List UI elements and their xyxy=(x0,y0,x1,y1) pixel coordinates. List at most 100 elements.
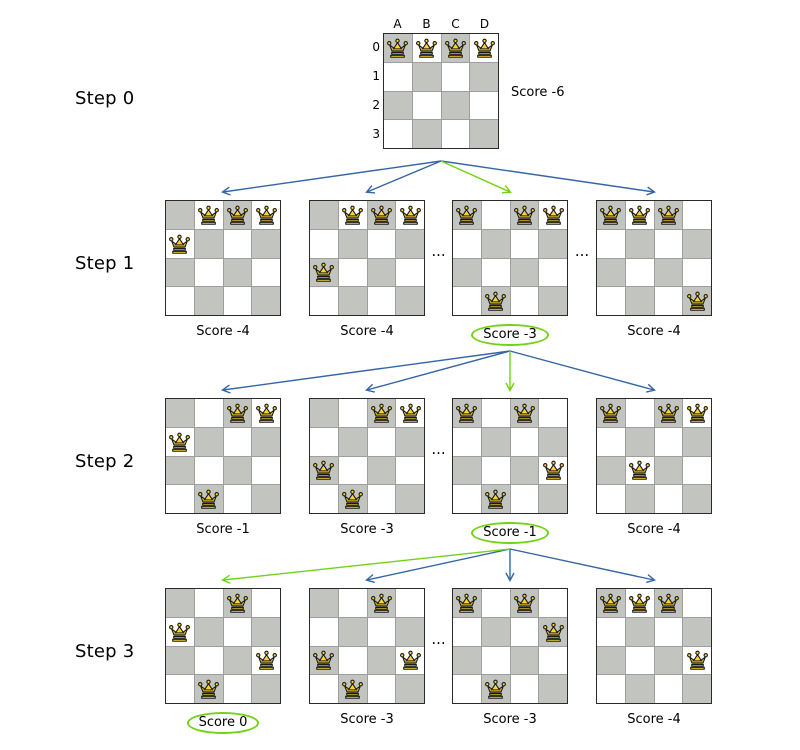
cell-C1 xyxy=(367,229,396,258)
score-step1-option1: Score -4 xyxy=(196,324,250,339)
queen-icon xyxy=(198,205,220,225)
cell-B1 xyxy=(194,427,223,456)
cell-D2 xyxy=(683,646,711,675)
cell-C3 xyxy=(223,287,252,315)
cell-D1 xyxy=(539,229,567,258)
cell-C3 xyxy=(367,287,396,315)
cell-A1 xyxy=(453,617,481,646)
cell-C0 xyxy=(510,589,539,617)
step-0-label: Step 0 xyxy=(75,88,135,109)
cell-C2 xyxy=(367,258,396,287)
move-arrow-step1-to-option1 xyxy=(221,350,511,394)
cell-C1 xyxy=(510,427,539,456)
cell-C1 xyxy=(223,617,252,646)
cell-D1 xyxy=(396,427,424,456)
cell-A3 xyxy=(166,485,194,513)
queen-icon xyxy=(198,679,220,699)
cell-B2 xyxy=(625,646,654,675)
move-arrow-step0-to-option2 xyxy=(365,160,442,194)
cell-B2 xyxy=(625,456,654,485)
cell-A2 xyxy=(166,258,194,287)
queen-icon xyxy=(657,403,679,423)
cell-D1 xyxy=(683,229,711,258)
cell-C0 xyxy=(223,399,252,427)
cell-B1 xyxy=(194,229,223,258)
cell-A2 xyxy=(384,91,412,120)
cell-C2 xyxy=(223,646,252,675)
queen-icon xyxy=(444,38,466,58)
omitted-moves-ellipsis: ... xyxy=(574,242,590,260)
cell-B0 xyxy=(625,589,654,617)
cell-D2 xyxy=(539,258,567,287)
cell-A2 xyxy=(166,456,194,485)
cell-B0 xyxy=(481,589,510,617)
cell-C3 xyxy=(654,287,683,315)
cell-B0 xyxy=(194,589,223,617)
cell-A3 xyxy=(166,675,194,703)
cell-D0 xyxy=(539,589,567,617)
cell-A0 xyxy=(453,399,481,427)
cell-D2 xyxy=(539,456,567,485)
move-arrow-step2-to-option4 xyxy=(509,548,656,584)
cell-D3 xyxy=(683,675,711,703)
cell-C0 xyxy=(367,589,396,617)
cell-C0 xyxy=(654,589,683,617)
queen-icon xyxy=(399,403,421,423)
cell-C1 xyxy=(367,617,396,646)
cell-D2 xyxy=(683,258,711,287)
cell-D1 xyxy=(252,427,280,456)
cell-B0 xyxy=(625,399,654,427)
board-step0 xyxy=(383,33,499,149)
cell-B3 xyxy=(194,675,223,703)
queen-icon xyxy=(255,403,277,423)
cell-B1 xyxy=(625,617,654,646)
cell-A0 xyxy=(166,399,194,427)
queen-icon xyxy=(485,679,507,699)
move-arrow-step0-to-option4 xyxy=(440,160,656,196)
cell-B3 xyxy=(625,675,654,703)
cell-A1 xyxy=(597,229,625,258)
cell-D3 xyxy=(252,485,280,513)
cell-A0 xyxy=(384,34,412,62)
cell-D1 xyxy=(252,617,280,646)
cell-B3 xyxy=(338,675,367,703)
column-header-C: C xyxy=(451,17,460,31)
move-arrow-step0-to-option3 xyxy=(440,160,512,194)
cell-A0 xyxy=(597,399,625,427)
cell-A2 xyxy=(310,456,338,485)
cell-A1 xyxy=(597,427,625,456)
cell-B1 xyxy=(481,427,510,456)
cell-B2 xyxy=(338,258,367,287)
cell-C3 xyxy=(510,485,539,513)
board-step3-option1 xyxy=(165,588,281,704)
cell-B3 xyxy=(338,485,367,513)
cell-A3 xyxy=(597,485,625,513)
cell-B1 xyxy=(338,229,367,258)
cell-D0 xyxy=(470,34,498,62)
queen-icon xyxy=(485,291,507,311)
omitted-moves-ellipsis: ... xyxy=(431,630,446,648)
queen-icon xyxy=(456,593,478,613)
cell-A1 xyxy=(597,617,625,646)
cell-B2 xyxy=(194,456,223,485)
cell-C2 xyxy=(654,258,683,287)
cell-A2 xyxy=(453,456,481,485)
step-1-label: Step 1 xyxy=(75,253,135,274)
queen-icon xyxy=(629,593,651,613)
cell-D2 xyxy=(539,646,567,675)
queen-icon xyxy=(542,622,564,642)
queen-icon xyxy=(226,205,248,225)
cell-B2 xyxy=(481,456,510,485)
queen-icon xyxy=(600,593,622,613)
cell-D0 xyxy=(683,201,711,229)
cell-D2 xyxy=(470,91,498,120)
cell-A1 xyxy=(166,229,194,258)
cell-A3 xyxy=(310,287,338,315)
cell-B3 xyxy=(625,287,654,315)
cell-B0 xyxy=(194,399,223,427)
queen-icon xyxy=(686,291,708,311)
cell-D1 xyxy=(539,617,567,646)
cell-B1 xyxy=(338,617,367,646)
cell-B2 xyxy=(194,258,223,287)
